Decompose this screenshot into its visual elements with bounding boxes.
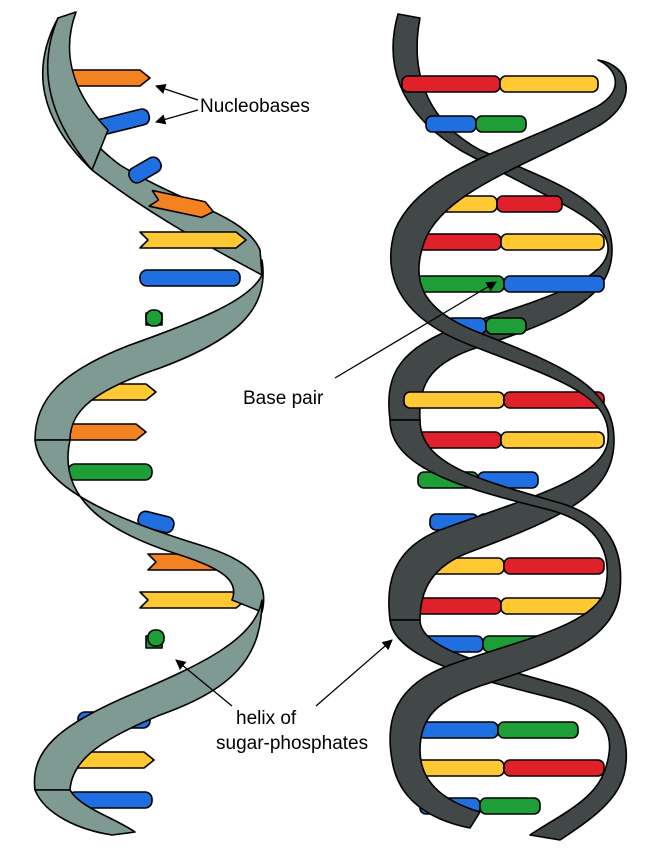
left-ribbon-back [34,789,136,836]
right-ribbon-front [389,619,627,841]
helix-label-line2: sugar-phosphates [216,733,368,754]
right-ribbon-front [388,59,627,621]
nucleobase [503,275,605,293]
base-pair [417,721,579,739]
nucleobase [147,629,165,647]
base-pair [403,391,605,409]
nucleobase [148,189,215,219]
base-pair-label: Base pair [243,388,324,409]
base-pair [401,75,599,93]
helix-arrow-right [315,639,393,707]
nucleobase [499,75,599,93]
double-helix [388,13,627,841]
nucleobase [503,391,605,409]
nucleobase [139,231,247,249]
single-strand-helix [33,11,265,836]
nucleobase [500,233,605,251]
nucleobase [500,431,605,449]
base-pair [403,275,605,293]
nucleobase [128,156,162,184]
right-ribbon-back [389,419,622,829]
nucleobase [401,75,501,93]
left-ribbon-front [34,259,264,441]
nucleobase [67,463,153,481]
left-ribbon-tip [46,11,109,171]
helix-label-line1: helix of [236,708,297,729]
base-pair [397,233,605,251]
nucleobases-label: Nucleobases [200,96,310,117]
nucleobase [475,115,527,133]
nucleobase [425,115,477,133]
base-pair-arrow [334,281,497,379]
base-pair [397,597,605,615]
nucleobase [503,759,605,777]
nucleobase [496,195,563,213]
base-pair [425,115,527,133]
base-pair [403,759,605,777]
nucleobase [479,797,541,815]
nucleobase [485,317,527,335]
nucleobase [145,309,163,327]
nucleobase [503,557,605,575]
nucleobase [139,591,247,609]
nucleobases-arrow [155,109,199,125]
nucleobase [139,269,241,287]
annotations: Nucleobases Base pair helix of sugar-pho… [155,84,497,754]
helix-arrow-left [175,659,233,707]
nucleobase [417,721,499,739]
nucleobases-arrow [155,84,199,101]
nucleobase [403,391,505,409]
nucleobase [497,721,579,739]
